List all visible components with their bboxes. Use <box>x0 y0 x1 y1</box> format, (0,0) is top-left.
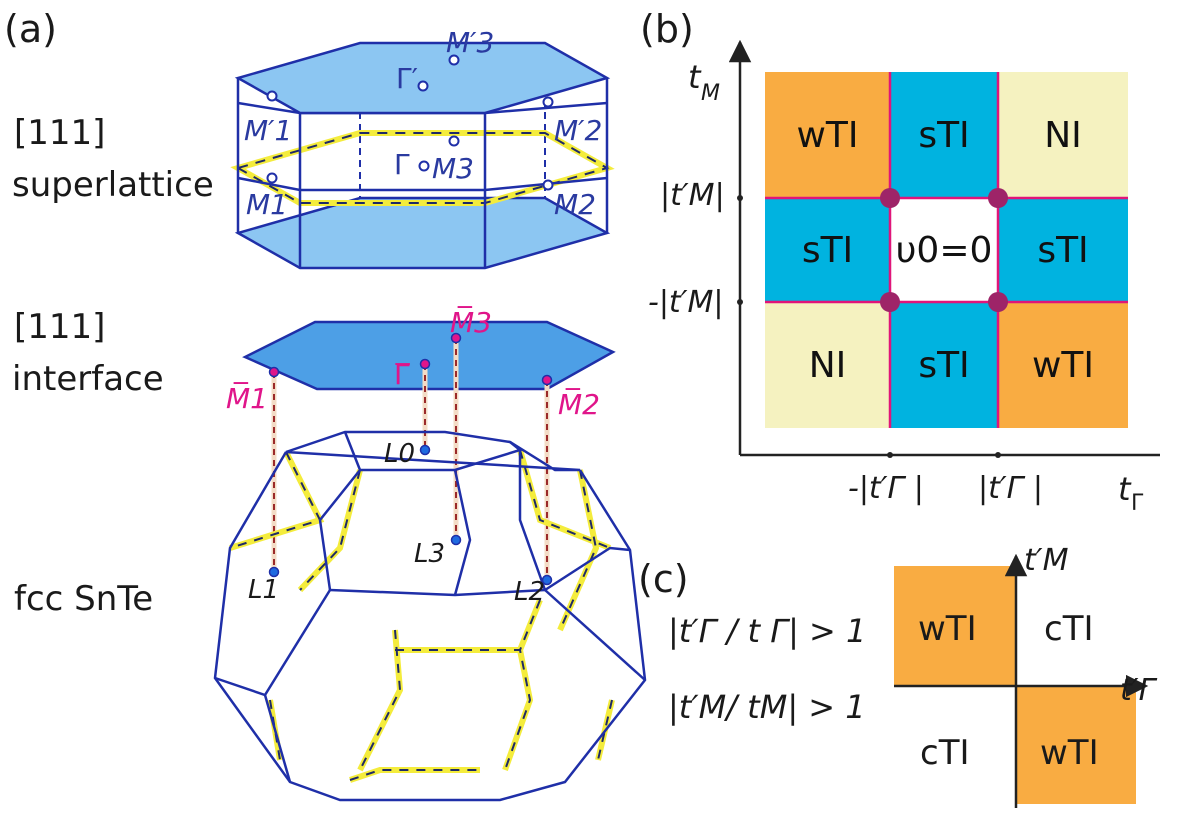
c-condition-1: |t′Γ / t Γ| > 1 <box>668 612 866 650</box>
b-cell-2-0 <box>765 302 890 428</box>
c-quadrant-top-right: cTI <box>1044 609 1094 649</box>
superlattice-prism <box>230 41 615 270</box>
b-cell-1-2 <box>998 198 1128 302</box>
fcc-label: fcc SnTe <box>14 579 153 619</box>
point-m3: M3 <box>432 152 474 185</box>
b-cell-label-1-0: sTI <box>802 230 853 271</box>
b-y-axis-sub: M <box>701 81 720 106</box>
c-quadrant-bottom-left: cTI <box>920 733 970 773</box>
point-l2: L2 <box>514 577 545 607</box>
brillouin-zone <box>213 430 647 802</box>
c-quadrant-top-left: wTI <box>918 609 977 649</box>
b-cell-label-0-0: wTI <box>796 115 858 156</box>
b-x-tick-left: -|t′Γ | <box>848 471 924 506</box>
point-m3-bar: M̅3 <box>450 305 492 339</box>
point-l1: L1 <box>248 575 279 605</box>
panel-b-tag: (b) <box>640 7 694 51</box>
point-gamma-bar: Γ̅ <box>394 358 411 391</box>
point-m2-bar: M̅2 <box>558 387 600 421</box>
c-condition-2: |t′M/ tM| > 1 <box>668 688 866 726</box>
interface-plane <box>242 320 616 580</box>
panel-a-tag: (a) <box>4 7 57 51</box>
b-cell-1-0 <box>765 198 890 302</box>
b-cell-label-2-2: wTI <box>1032 345 1094 386</box>
interface-line2: interface <box>12 359 164 399</box>
point-m1: M1 <box>246 188 288 221</box>
b-x-axis-sub: Γ <box>1131 491 1144 516</box>
point-m1-bar: M̅1 <box>226 381 268 415</box>
b-y-tick-upper: |t′M| <box>660 178 725 213</box>
b-x-axis-label: t <box>1118 470 1132 508</box>
b-y-tick-lower: -|t′M| <box>648 285 724 320</box>
b-cell-2-2 <box>998 302 1128 428</box>
c-y-axis-label: t′M <box>1024 543 1069 578</box>
panel-c-tag: (c) <box>638 557 689 601</box>
point-gamma: Γ <box>394 148 410 181</box>
point-m2: M2 <box>554 188 596 221</box>
b-y-axis-label: t <box>688 58 702 96</box>
b-x-tick-right: |t′Γ | <box>978 471 1043 506</box>
b-cell-2-1 <box>890 302 998 428</box>
b-cell-0-0 <box>765 72 890 198</box>
b-cell-0-2 <box>998 72 1128 198</box>
c-quadrant-bottom-right: wTI <box>1040 733 1099 773</box>
point-m2-prime: M′2 <box>554 114 602 147</box>
point-m1-prime: M′1 <box>244 114 292 147</box>
point-l0: L0 <box>384 439 415 469</box>
point-l3: L3 <box>414 539 445 569</box>
c-x-axis-label: t′Γ <box>1120 673 1158 708</box>
b-cell-1-1 <box>890 198 998 302</box>
b-cell-label-1-1: υ0=0 <box>896 230 993 271</box>
b-cell-label-0-1: sTI <box>918 115 969 156</box>
phase-diagram-c <box>894 553 1149 808</box>
superlattice-line2: superlattice <box>12 165 214 205</box>
point-gamma-prime: Γ′ <box>396 62 418 95</box>
b-cell-label-2-1: sTI <box>918 345 969 386</box>
b-cell-label-2-0: NI <box>809 345 847 386</box>
interface-line1: [111] <box>14 307 105 347</box>
superlattice-line1: [111] <box>14 113 105 153</box>
b-cell-0-1 <box>890 72 998 198</box>
phase-diagram-b <box>728 39 1160 458</box>
b-cell-label-1-2: sTI <box>1037 230 1088 271</box>
b-cell-label-0-2: NI <box>1044 115 1082 156</box>
point-m3-prime: M′3 <box>446 26 494 59</box>
